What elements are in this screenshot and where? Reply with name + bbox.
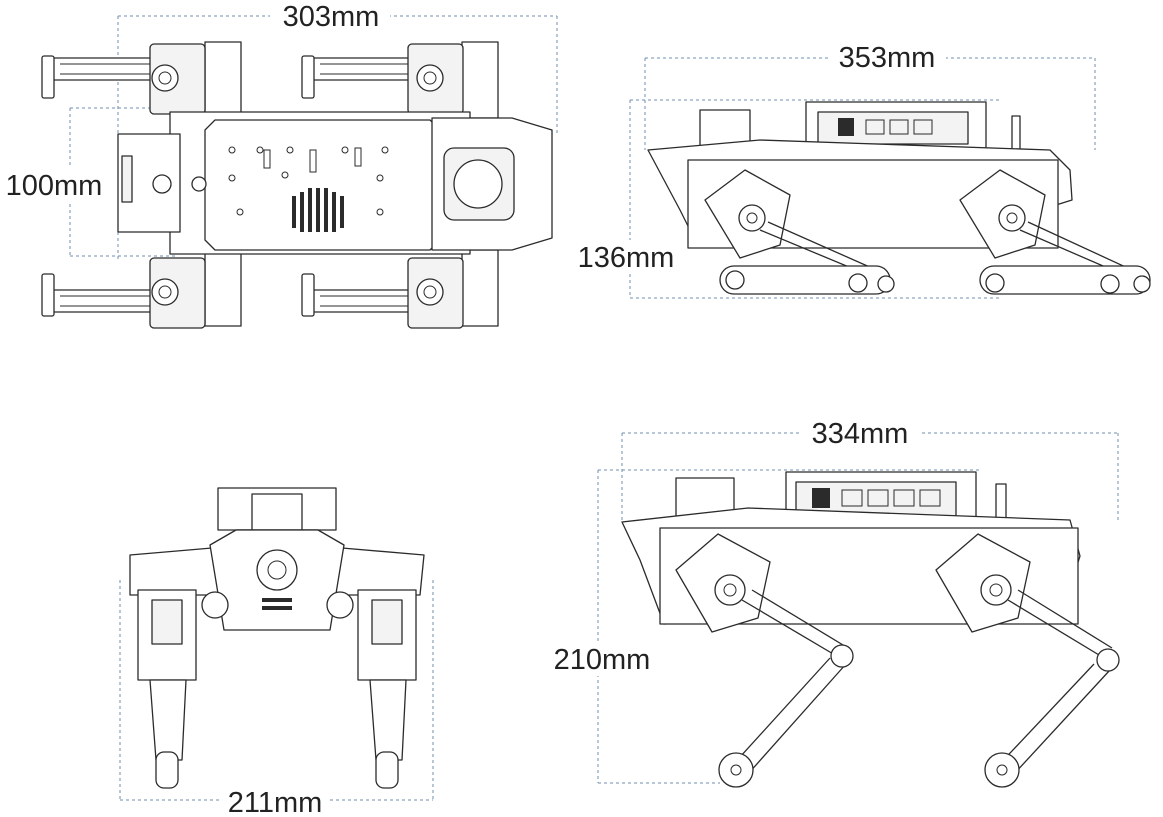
front-leg-right [357,589,417,789]
top-leg-front-right [301,43,464,115]
top-view-width-label: 100mm [6,170,103,202]
side-raised-height-label: 210mm [554,644,651,676]
top-leg-rear-left [41,257,206,329]
dimension-labels: 303mm 100mm 353mm 136mm 211mm 334mm 210m… [5,1,936,817]
side-standing-length-label: 353mm [839,42,936,74]
front-view [119,487,434,801]
side-raised-view [597,432,1120,788]
side-standing-leg-front [704,169,895,295]
top-vents [292,188,344,232]
side-raised-leg-rear [935,533,1120,788]
top-view [41,15,558,329]
front-leg-left [137,589,197,789]
top-leg-front-left [41,43,206,115]
top-view-length-label: 303mm [283,1,380,33]
top-leg-rear-right [301,257,464,329]
top-mount-holes [228,146,389,216]
side-raised-leg-front [675,533,854,788]
side-raised-length-label: 334mm [812,418,909,450]
side-standing-leg-rear [959,169,1151,295]
side-standing-height-label: 136mm [578,242,675,274]
front-view-width-label: 211mm [228,787,323,817]
side-standing-view [629,57,1151,299]
